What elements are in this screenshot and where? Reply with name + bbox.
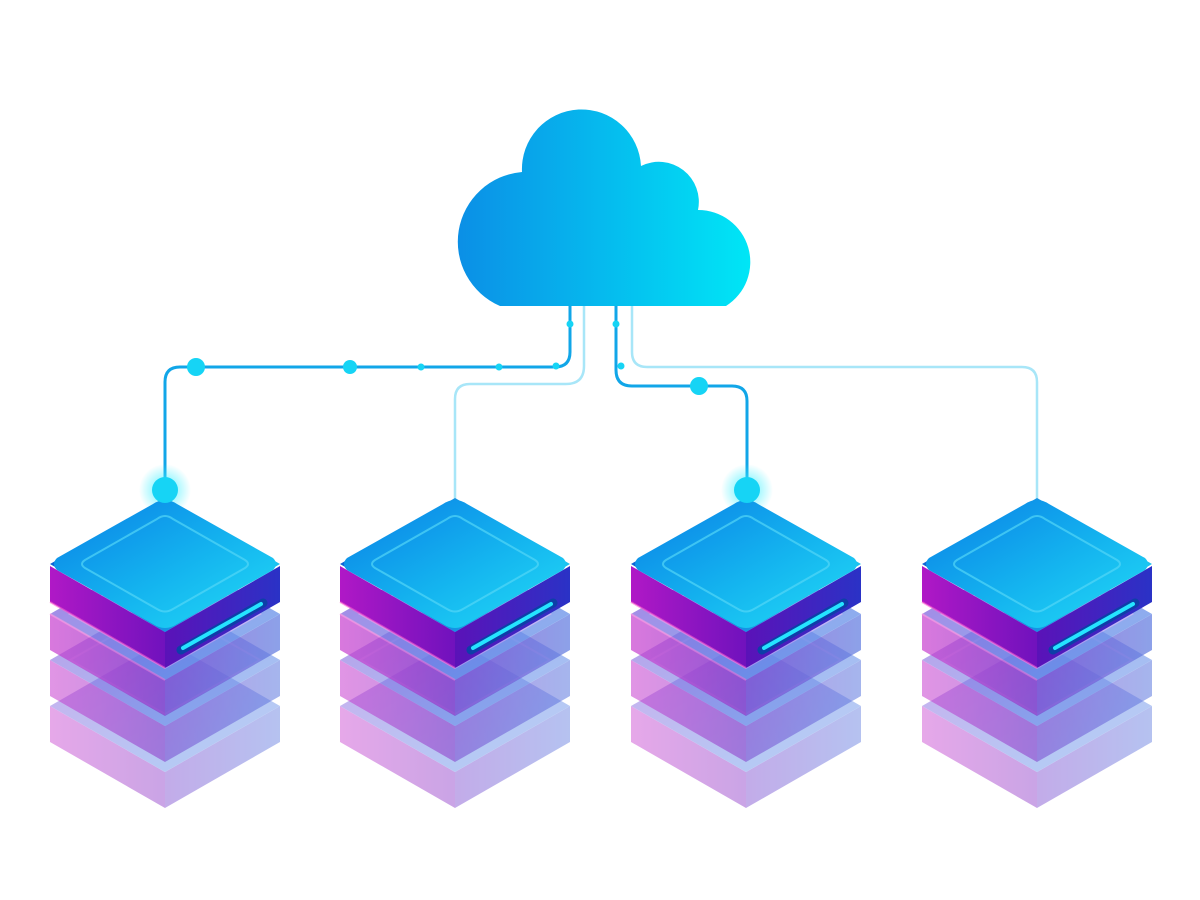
connection-lines: [163, 304, 1039, 502]
server-3: [631, 464, 861, 808]
node-dot: [343, 360, 357, 374]
server-connection-node: [152, 477, 178, 503]
server-4: [922, 498, 1152, 808]
node-dot: [612, 320, 620, 328]
node-dot: [187, 358, 205, 376]
server-2: [340, 498, 570, 808]
server-1: [50, 464, 280, 808]
cloud-icon: [457, 109, 751, 307]
node-dot: [552, 362, 560, 370]
server-stack-icon: [50, 498, 280, 808]
server-stack-icon: [631, 498, 861, 808]
node-dot: [566, 320, 574, 328]
line-to-server-2: [453, 304, 586, 502]
node-dot: [417, 363, 425, 371]
node-dot: [690, 377, 708, 395]
line-to-server-3: [614, 304, 749, 492]
server-stack-icon: [922, 498, 1152, 808]
node-dot: [617, 362, 625, 370]
line-to-server-1: [163, 304, 572, 492]
line-to-server-4: [630, 304, 1039, 502]
server-connection-node: [734, 477, 760, 503]
server-stack-icon: [340, 498, 570, 808]
node-dot: [495, 363, 503, 371]
line-node-dots: [187, 320, 708, 395]
